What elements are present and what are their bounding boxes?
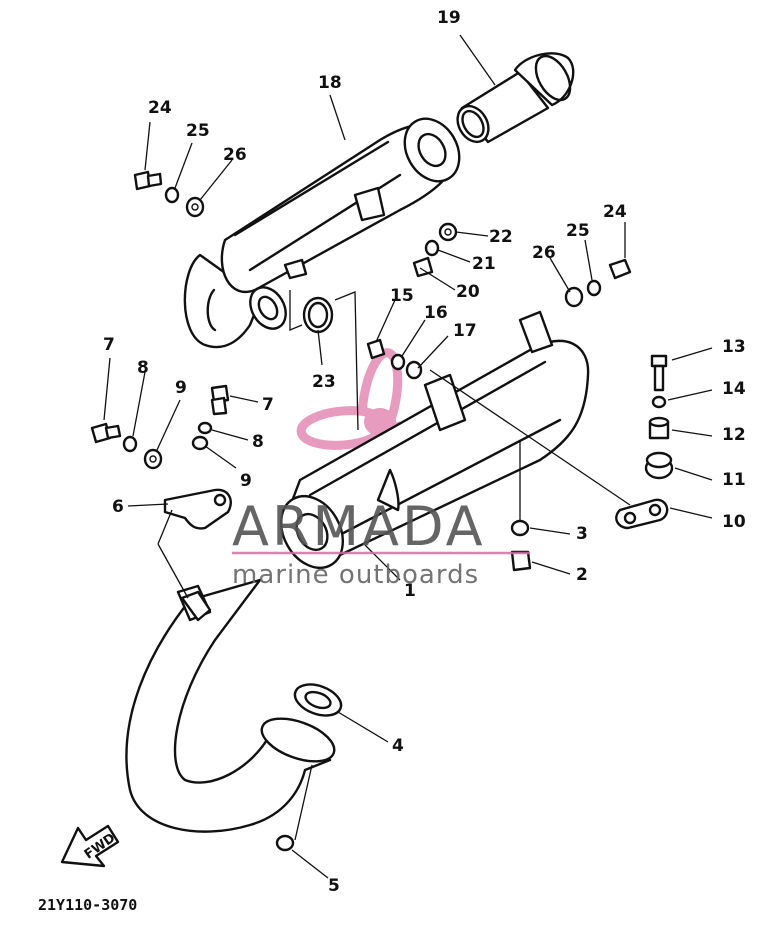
label-part-26: 26 [223, 145, 247, 165]
fwd-arrow-icon: FWD [60, 824, 120, 868]
label-part-9: 9 [240, 471, 252, 491]
label-part-7: 7 [262, 395, 274, 415]
label-part-4: 4 [392, 736, 404, 756]
label-part-24: 24 [148, 98, 172, 118]
label-part-24: 24 [603, 202, 627, 222]
drawing-code: 21Y110-3070 [38, 896, 137, 914]
part-1-expansion-chamber [125, 310, 590, 833]
label-part-3: 3 [576, 524, 588, 544]
label-part-14: 14 [722, 379, 746, 399]
part-number-labels: 19 18 24 25 26 24 25 26 22 21 20 15 16 1… [103, 8, 746, 896]
label-part-8: 8 [252, 432, 264, 452]
label-part-5: 5 [328, 876, 340, 896]
part-4-gasket [260, 683, 343, 763]
part-23-gasket-ring [302, 296, 334, 334]
label-part-13: 13 [722, 337, 746, 357]
label-part-8: 8 [137, 358, 149, 378]
label-part-11: 11 [722, 470, 746, 490]
bolts-and-washers [90, 170, 674, 852]
label-part-19: 19 [437, 8, 461, 28]
part-6-stay [163, 488, 232, 530]
label-part-23: 23 [312, 372, 336, 392]
label-part-26: 26 [532, 243, 556, 263]
label-part-2: 2 [576, 565, 588, 585]
part-18-silencer [183, 117, 461, 349]
label-part-21: 21 [472, 254, 496, 274]
label-part-25: 25 [566, 221, 590, 241]
label-part-7: 7 [103, 335, 115, 355]
label-part-18: 18 [318, 73, 342, 93]
label-part-17: 17 [453, 321, 477, 341]
label-part-20: 20 [456, 282, 480, 302]
label-part-15: 15 [390, 286, 414, 306]
label-part-25: 25 [186, 121, 210, 141]
label-part-10: 10 [722, 512, 746, 532]
label-part-9: 9 [175, 378, 187, 398]
label-part-1: 1 [404, 581, 416, 601]
armada-watermark: ARMADA marine outboards [232, 495, 530, 590]
watermark-tagline: marine outboards [232, 560, 479, 590]
label-part-16: 16 [424, 303, 448, 323]
part-10-stay [615, 498, 669, 530]
label-part-12: 12 [722, 425, 746, 445]
label-part-22: 22 [489, 227, 513, 247]
part-19-inlet-pipe [456, 52, 575, 144]
label-part-6: 6 [112, 497, 124, 517]
leader-lines [103, 34, 713, 879]
watermark-brand: ARMADA [232, 495, 486, 558]
